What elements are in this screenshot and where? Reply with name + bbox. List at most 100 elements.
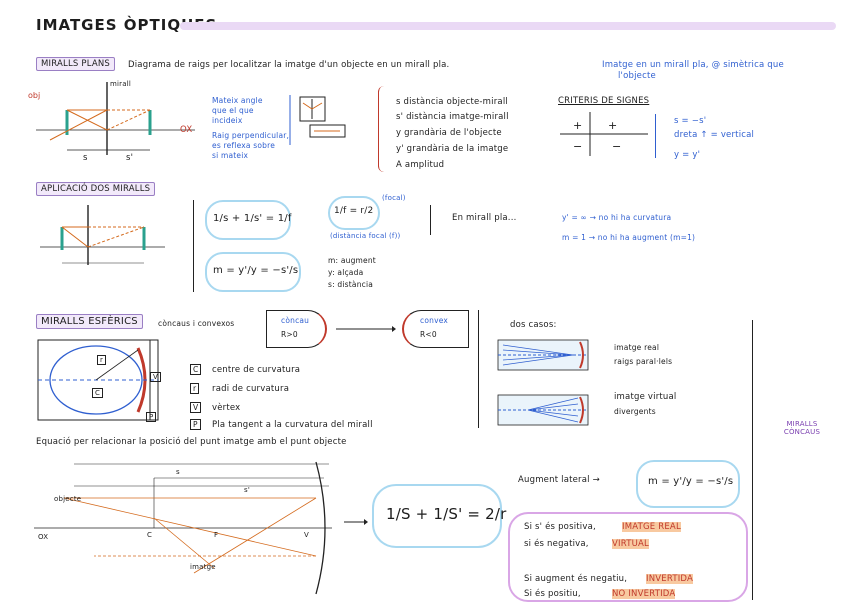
axis-label-ox: OX [180, 125, 193, 135]
convex-label-a: convex [420, 316, 449, 325]
flat-description: Diagrama de raigs per localitzar la imat… [128, 60, 450, 70]
diagram-label-c: C [92, 388, 104, 398]
rule-3-text: Si augment és negatiu, [524, 574, 628, 584]
rule-2-text: si és negativa, [524, 539, 589, 549]
mirror-label: mirall [110, 80, 132, 88]
label-f: F [214, 531, 219, 539]
sign-rule-2: dreta ↑ = vertical [674, 130, 755, 140]
distance-sprime-label: s' [126, 153, 134, 163]
ray-note-5: es reflexa sobre [212, 141, 276, 150]
focal-equation: 1/f = r/2 [334, 206, 374, 216]
thin-lens-equation: 1/s + 1/s' = 1/f [213, 213, 292, 224]
label-s: s [176, 468, 180, 476]
rule-1-result: IMATGE REAL [622, 522, 681, 532]
cases-bracket [478, 310, 479, 428]
diagram-label-v: V [150, 372, 161, 382]
concave-bracket [266, 310, 327, 348]
var-s: s distància objecte-mirall [396, 97, 508, 107]
equation-heading: Equació per relacionar la posició del pu… [36, 437, 347, 447]
legend-m: m: augment [328, 256, 376, 265]
rule-4-text: Si és positiu, [524, 589, 581, 599]
rule-3-result: INVERTIDA [646, 574, 694, 584]
sign-plus-2: + [608, 119, 618, 132]
rule-2-result: VIRTUAL [612, 539, 649, 549]
var-a: A amplitud [396, 160, 445, 170]
convex-bracket [402, 310, 469, 348]
focal-note: (focal) [382, 194, 406, 202]
title-underline-highlight [180, 22, 836, 30]
legend-key-v: V [190, 402, 202, 413]
case1-diagram [497, 339, 589, 371]
legend-val-r: radi de curvatura [212, 384, 290, 394]
sign-rule-3: y = y' [674, 150, 701, 160]
augment-equation: m = y'/y = −s'/s [648, 476, 734, 487]
variables-bracket [378, 86, 385, 172]
legend-key-r: r [190, 383, 200, 394]
legend-key-p: P [190, 419, 201, 430]
mirror-eq-cloud [372, 484, 502, 548]
rule-4-result: NO INVERTIDA [612, 589, 676, 599]
concave-side-bracket [752, 320, 753, 600]
arrow-to-mirror-eq [344, 519, 368, 525]
magnification-eq-cloud [205, 252, 301, 292]
legend-s: s: distància [328, 280, 374, 289]
mirror-equation: 1/S + 1/S' = 2/r [386, 505, 507, 523]
label-sprime: s' [244, 486, 250, 494]
signs-cross [560, 112, 648, 156]
legend-val-c: centre de curvatura [212, 365, 301, 375]
label-v: V [304, 531, 309, 539]
var-sprime: s' distància imatge-mirall [396, 112, 509, 122]
legend-key-c: C [190, 364, 202, 375]
diagram-label-p: P [146, 412, 157, 422]
arrow-concave-to-convex [336, 326, 396, 332]
spherical-desc: còncaus i convexos [158, 319, 235, 328]
flat-case-label: En mirall pla... [452, 213, 517, 223]
var-yprime: y' grandària de la imatge [396, 144, 509, 154]
case1-label-a: imatge real [614, 343, 660, 352]
two-cases-label: dos casos: [510, 320, 557, 330]
flat-note-line1: Imatge en un mirall pla, @ simètrica que [602, 60, 784, 70]
section-heading-applied: APLICACIÓ DOS MIRALLS [36, 182, 156, 196]
svg-text:obj: obj [28, 91, 40, 100]
equation-ray-diagram [34, 461, 332, 595]
case1-label-b: raigs paral·lels [614, 357, 673, 366]
ray-note-6: si mateix [212, 151, 249, 160]
ray-note-2: que el que [212, 106, 254, 115]
convex-label-b: R<0 [420, 330, 437, 339]
augment-eq-cloud [636, 460, 740, 508]
concave-label-b: R>0 [281, 330, 298, 339]
image-label: imatge [190, 563, 216, 571]
focal-sub: (distància focal (f)) [330, 232, 401, 240]
flat-note-line2: l'objecte [618, 71, 656, 81]
ray-note-3: incideix [212, 116, 243, 125]
sign-rule-1: s = −s' [674, 116, 707, 126]
legend-val-v: vèrtex [212, 403, 241, 413]
thin-lens-eq-cloud [205, 200, 291, 240]
distance-s-label: s [83, 153, 88, 163]
ray-icons [289, 95, 346, 145]
augment-label: Augment lateral → [518, 475, 600, 485]
flat-case-rule-1: y' = ∞ → no hi ha curvatura [562, 213, 672, 222]
var-y: y grandària de l'objecte [396, 128, 502, 138]
case2-label-a: imatge virtual [614, 392, 677, 402]
flat-case-bracket [430, 205, 431, 235]
section-heading-flat-mirrors: MIRALLS PLANS [36, 57, 116, 71]
applied-bracket [193, 200, 200, 292]
ray-note-1: Mateix angle [212, 96, 263, 105]
object-label: objecte [54, 495, 82, 503]
signs-title: CRITERIS DE SIGNES [558, 96, 650, 106]
section-heading-spherical: MIRALLS ESFÈRICS [36, 314, 143, 329]
case2-label-b: divergents [614, 407, 656, 416]
label-c: C [147, 531, 153, 539]
sign-minus-2: − [612, 140, 622, 153]
sign-plus-1: + [573, 119, 583, 132]
signs-rule-bar [655, 114, 656, 158]
concave-side-label: MIRALLS CÒNCAUS [783, 420, 821, 436]
ox-label: OX [38, 533, 49, 541]
flat-case-rule-2: m = 1 → no hi ha augment (m=1) [562, 233, 696, 242]
applied-diagram [40, 205, 165, 265]
diagram-label-r: r [97, 355, 107, 365]
page-title: IMATGES ÒPTIQUES [36, 16, 218, 34]
legend-y: y: alçada [328, 268, 364, 277]
spherical-mirror-diagram [37, 339, 159, 421]
